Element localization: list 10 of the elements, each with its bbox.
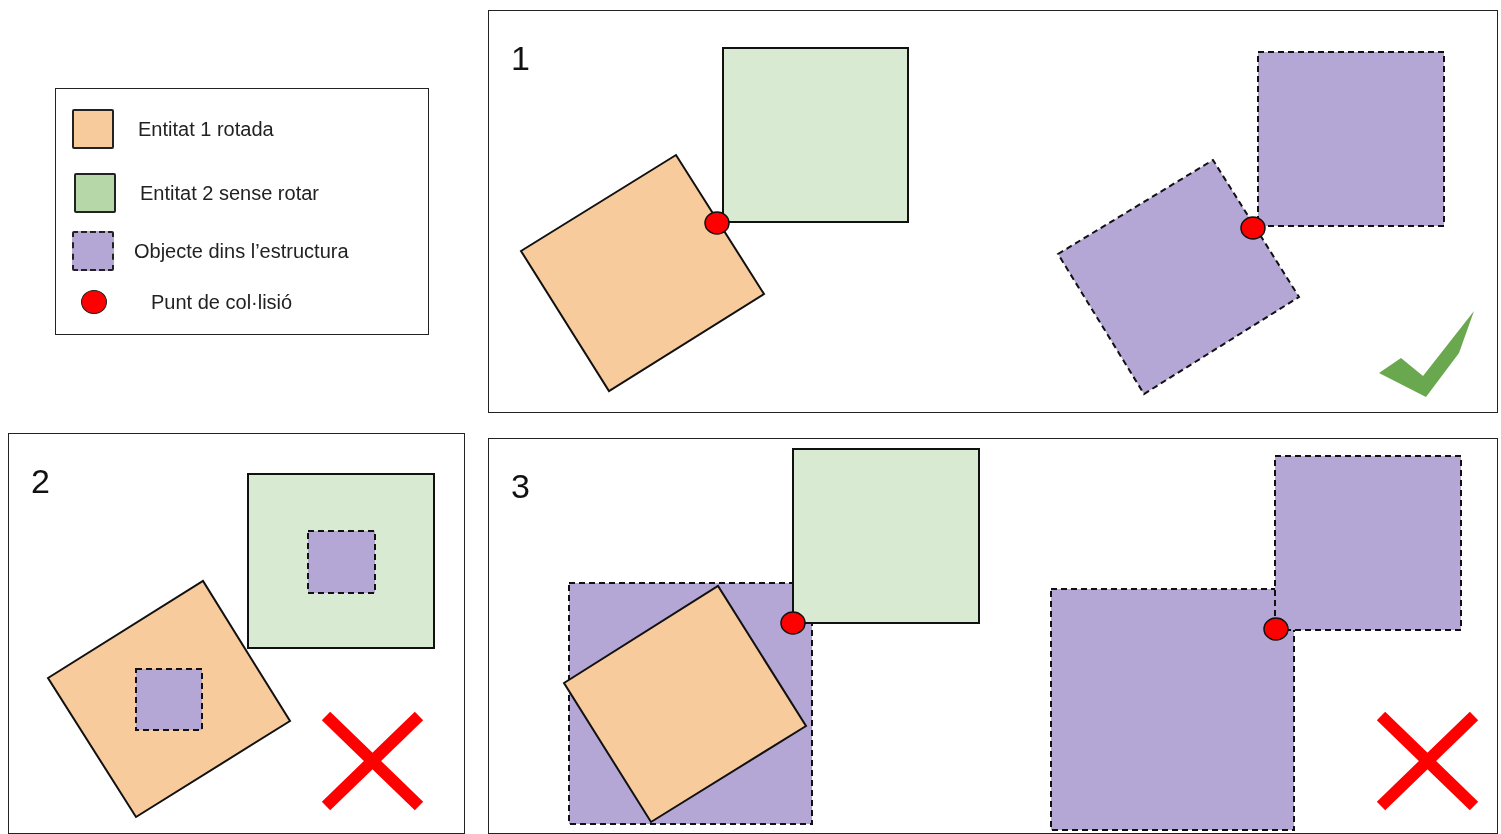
panel-number: 2 — [31, 464, 50, 498]
panel-number: 3 — [511, 469, 530, 503]
panel-number: 1 — [511, 41, 530, 75]
legend-label: Entitat 2 sense rotar — [140, 181, 319, 205]
scenario-panel — [488, 438, 1498, 834]
scenario-panel — [8, 433, 465, 834]
legend-label: Objecte dins l’estructura — [134, 239, 349, 263]
legend-label: Entitat 1 rotada — [138, 117, 274, 141]
legend-label: Punt de col·lisió — [151, 290, 293, 314]
scenario-panel — [488, 10, 1498, 413]
